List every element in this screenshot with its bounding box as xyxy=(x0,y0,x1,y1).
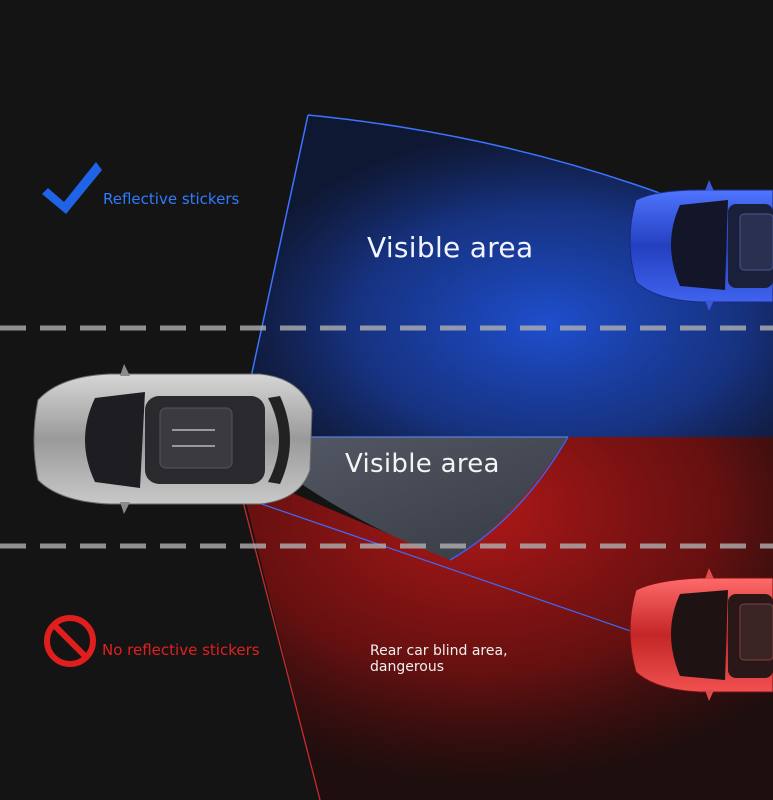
top-visible-zone xyxy=(238,115,773,437)
blind-boundary-line xyxy=(239,489,321,800)
middle-visible-zone xyxy=(238,437,568,560)
legend-no-reflective-label: No reflective stickers xyxy=(102,641,260,659)
middle-visible-label: Visible area xyxy=(345,449,500,479)
rear-blind-zone xyxy=(238,437,773,800)
top-visible-label: Visible area xyxy=(367,231,534,264)
prohibited-icon xyxy=(44,615,96,667)
blue-car xyxy=(629,180,773,311)
middle-arc xyxy=(449,436,569,561)
checkmark-icon xyxy=(42,162,102,214)
ego-car xyxy=(33,364,313,514)
red-car xyxy=(629,568,773,701)
legend-reflective-label: Reflective stickers xyxy=(103,190,240,208)
rear-blind-label: Rear car blind area, dangerous xyxy=(370,643,508,675)
